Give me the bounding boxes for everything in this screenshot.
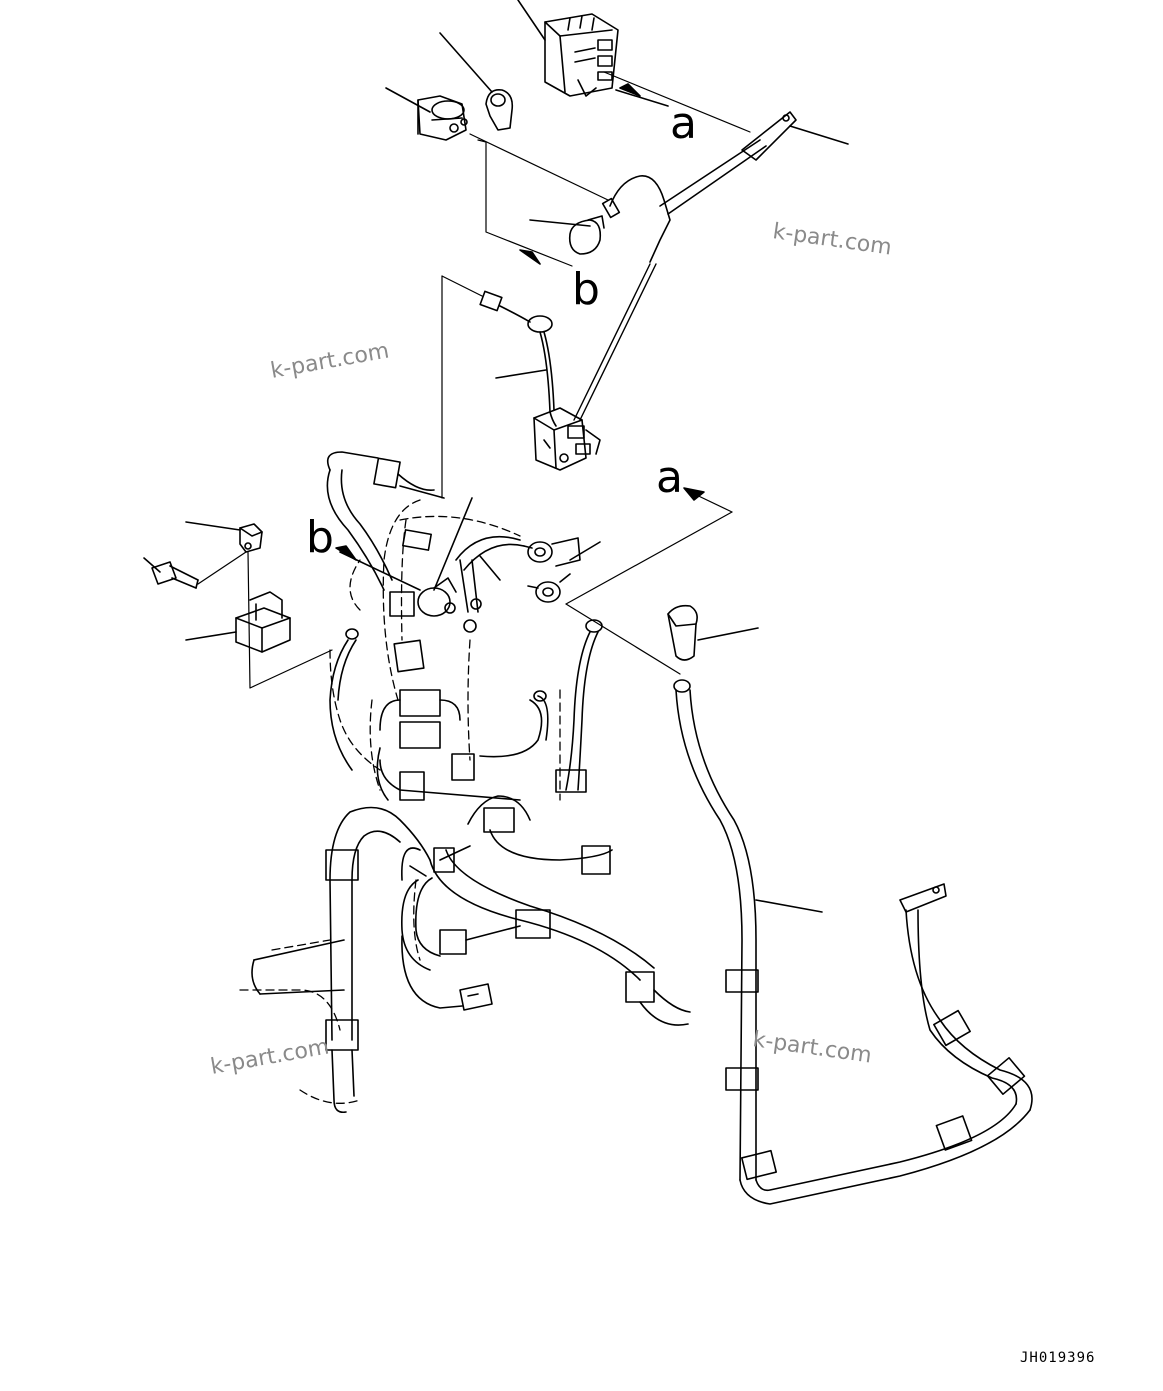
ref-letter-a-top: a [670,98,697,149]
ref-letter-b-middle: b [306,512,334,563]
small-cap-top [568,215,605,255]
leader-line [789,125,849,145]
leader-line [433,497,473,591]
arrow-b-top [519,249,541,265]
guide-line [477,139,573,267]
arrow-a-top [619,83,641,97]
watermark: k-part.com [751,1027,873,1068]
arrow-a-middle [683,487,705,501]
bolt [151,561,199,589]
relay-middle [533,407,601,471]
leader-line [185,631,237,641]
leader-line [143,557,161,573]
connector-wire [479,290,557,427]
battery-relay-top [417,95,468,141]
drawing-code: JH019396 [1020,1350,1095,1366]
leader-line [697,627,759,641]
leader-line [529,219,591,227]
leader-line [495,369,547,379]
clamp-block [235,591,291,653]
harness-bundle-upper [326,451,521,801]
main-harness [239,499,561,1104]
ground-cable-top [601,111,797,263]
long-battery-cable [667,604,1033,1205]
leader-line [569,541,601,561]
watermark: k-part.com [771,219,893,260]
leader-line [755,899,823,913]
harness-bundle-lower [251,795,691,1114]
ref-letter-a-middle: a [656,452,683,503]
ref-letter-b-top: b [572,264,600,315]
leader-line [385,87,431,113]
terminal-cap-top [485,88,514,131]
guide-line [469,133,609,201]
harness-connector-center [417,536,525,633]
battery-terminals [523,537,581,603]
leader-line [517,0,546,41]
ground-wire-middle [479,619,603,793]
leader-line [185,521,241,531]
ground-wire-left [329,628,359,771]
relay-box-top [544,13,619,97]
leader-line [439,32,493,93]
watermark: k-part.com [209,1034,331,1079]
watermark: k-part.com [269,338,391,383]
small-clip [239,523,263,553]
